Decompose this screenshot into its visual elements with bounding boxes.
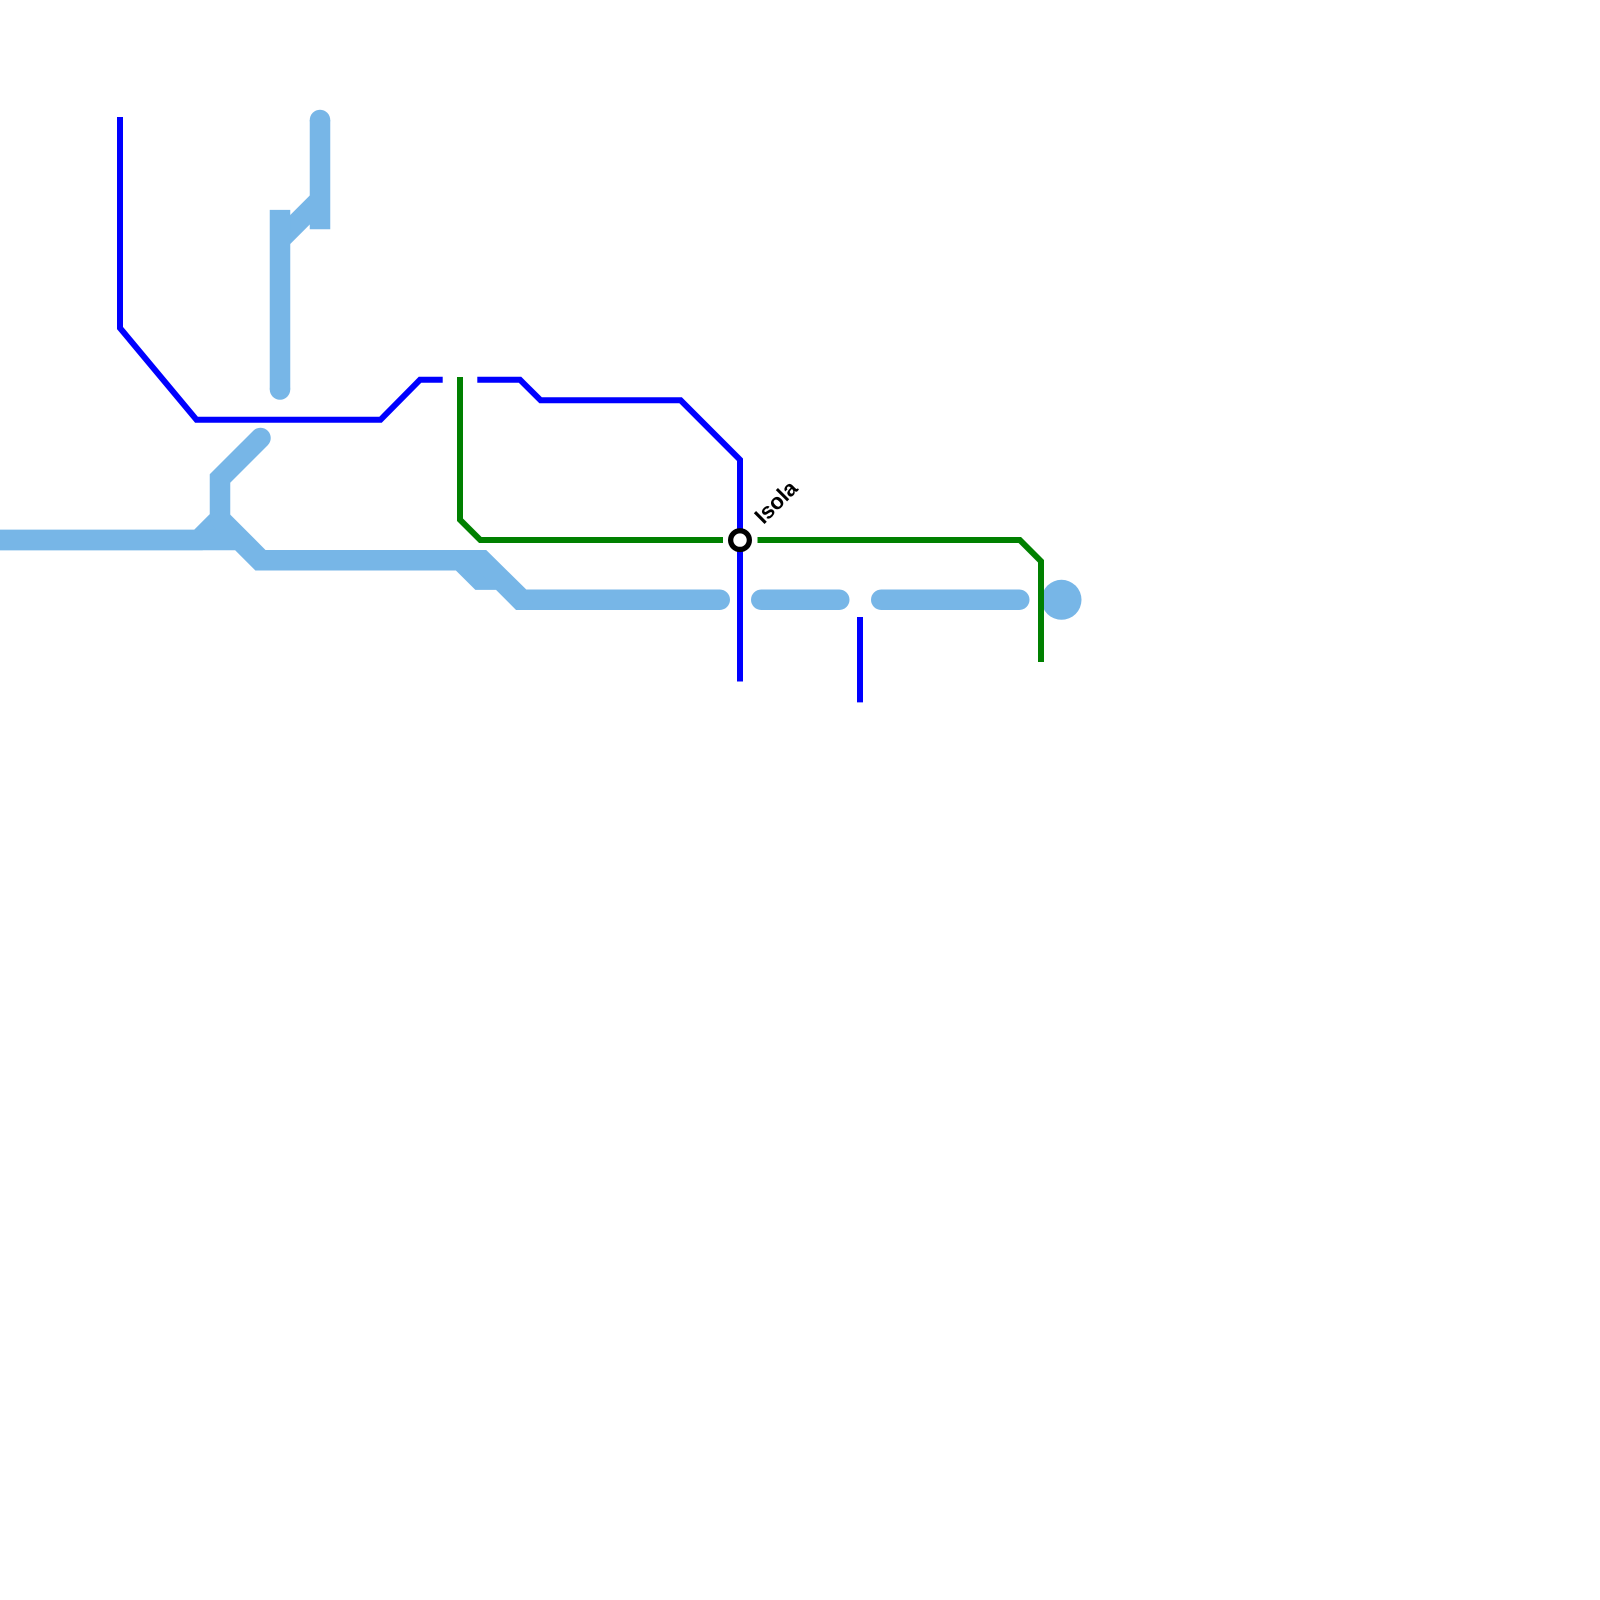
svg-text:Isola: Isola bbox=[749, 475, 803, 529]
